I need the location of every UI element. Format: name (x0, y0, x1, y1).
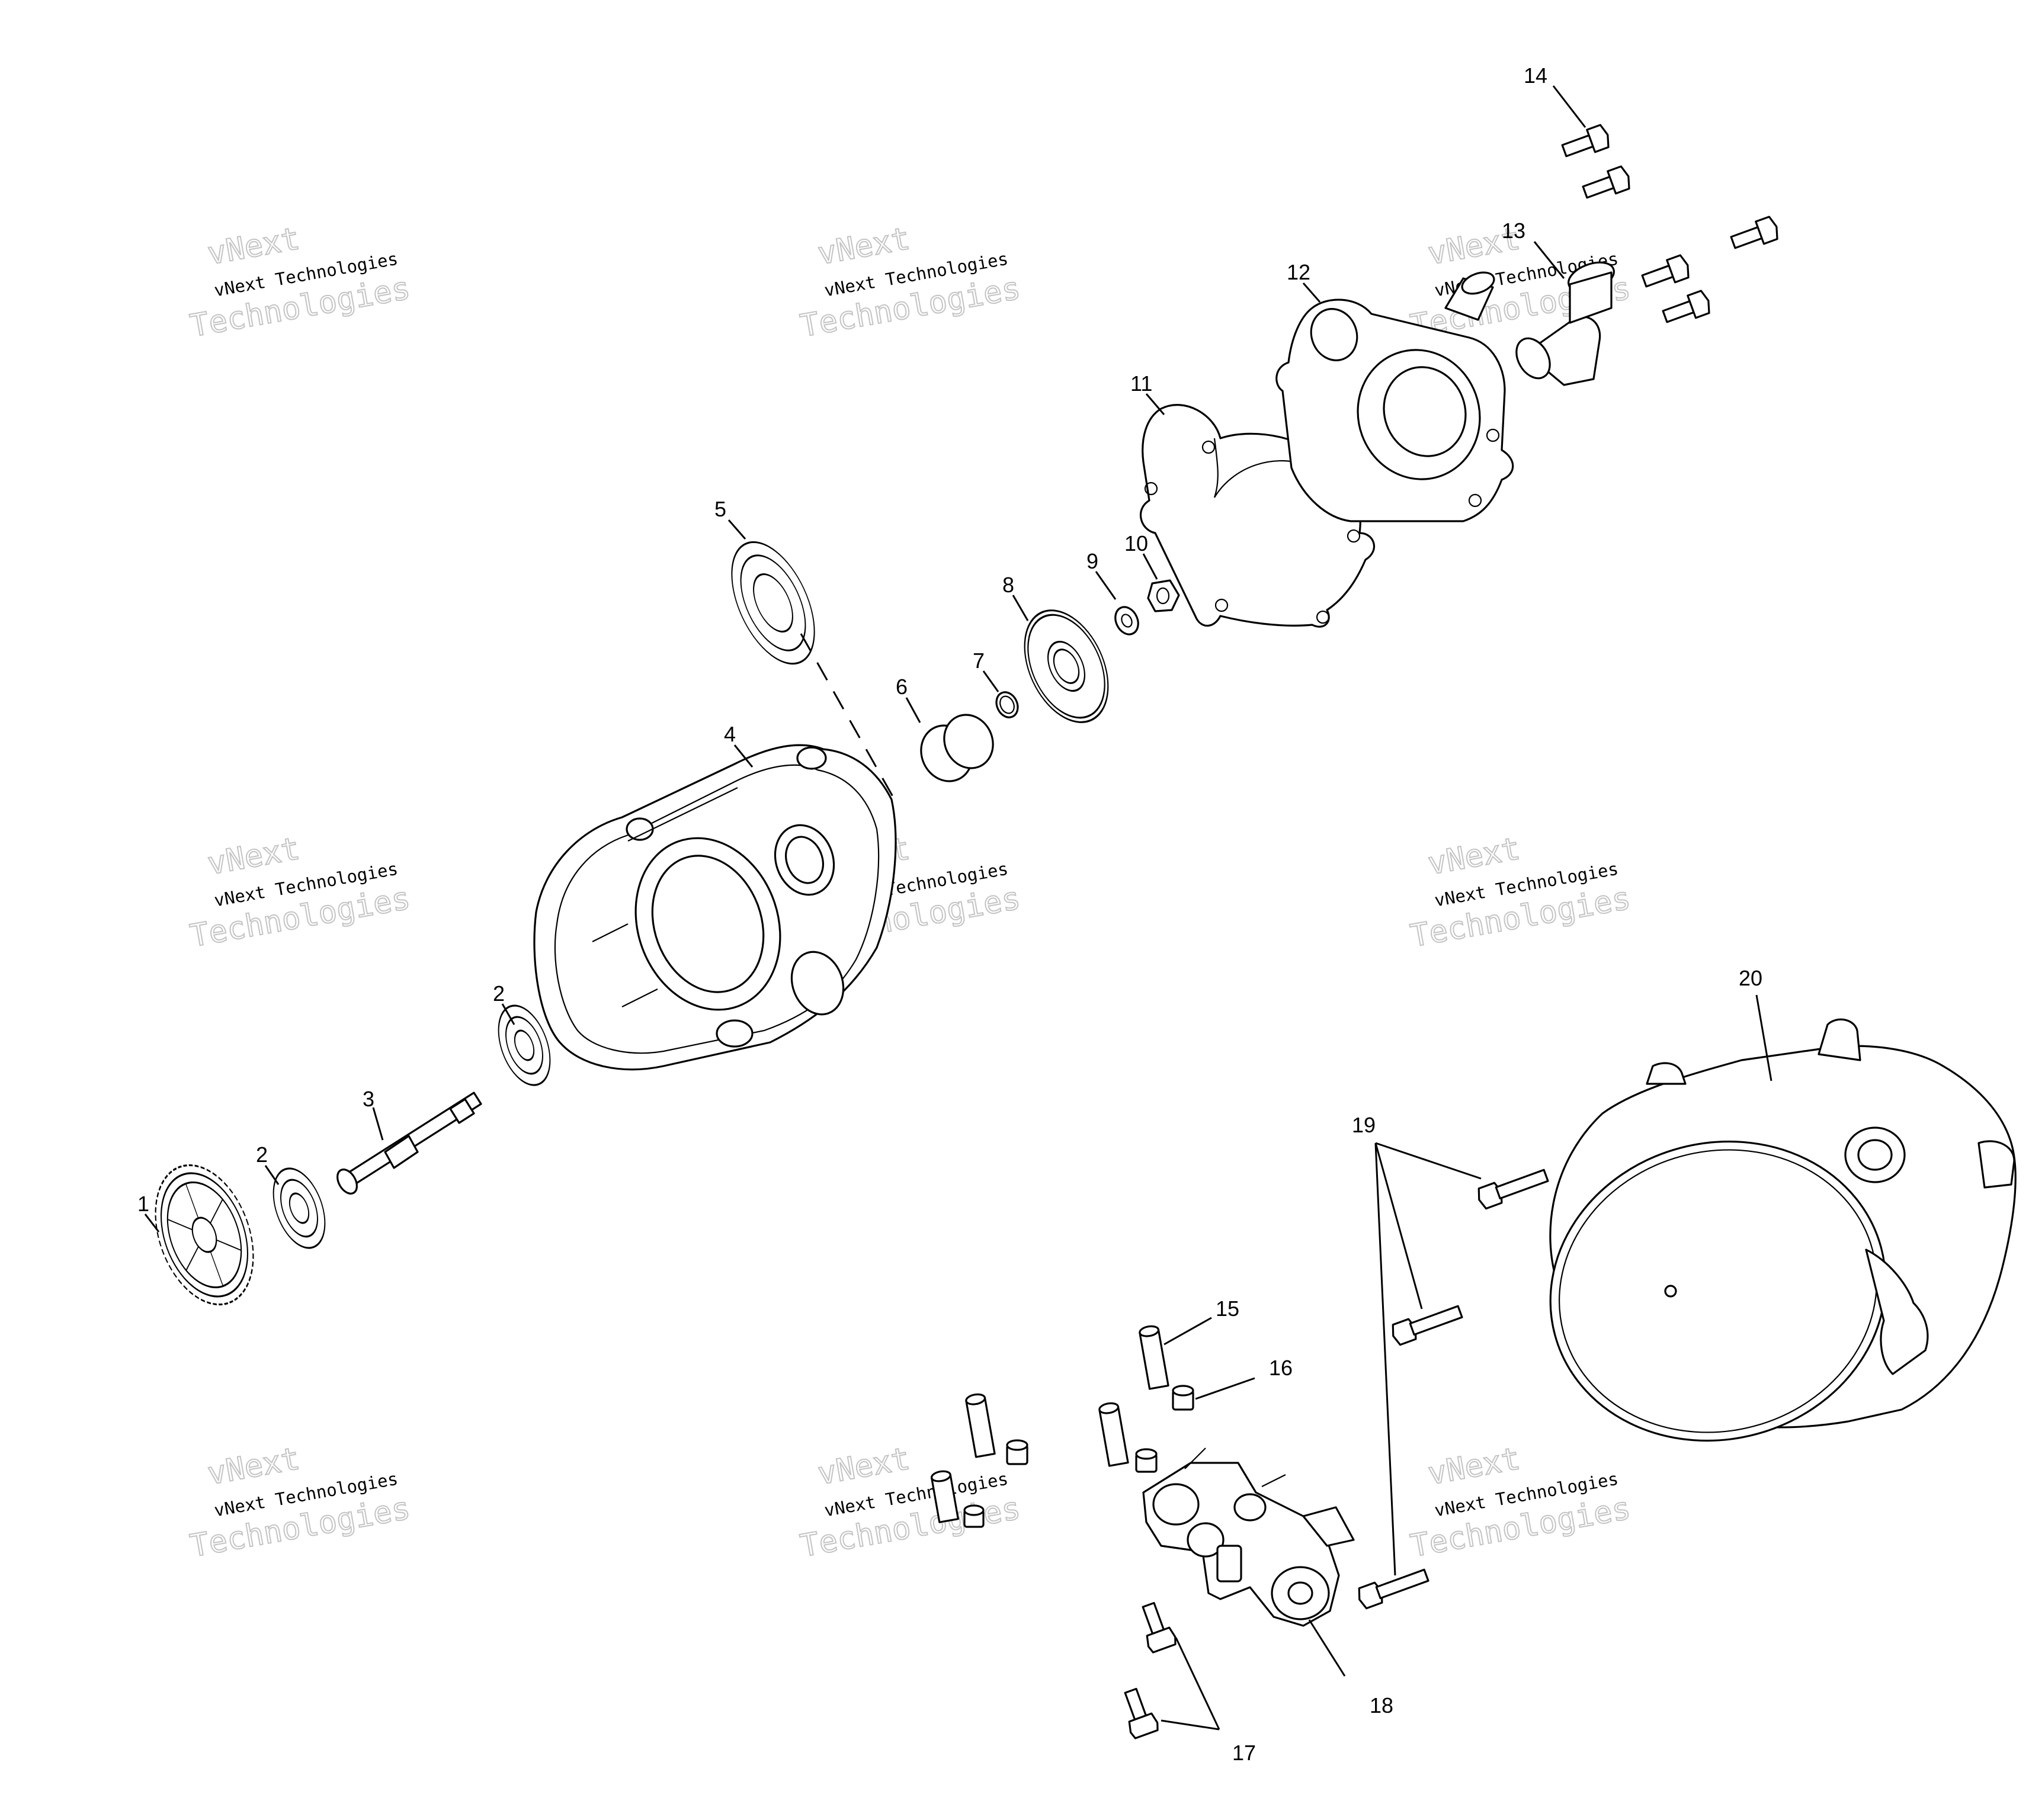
part-7-o-ring (995, 691, 1019, 718)
part-19-bolt (1392, 1305, 1463, 1346)
callout-5: 5 (714, 497, 726, 521)
watermark: vNext vNext Technologies Technologies (187, 220, 414, 345)
part-14-bolt (1561, 124, 1610, 158)
callout-1: 1 (137, 1192, 149, 1216)
watermark: vNext vNext Technologies Technologies (1408, 830, 1634, 955)
part-16-spacer (963, 1504, 985, 1528)
callout-14: 14 (1524, 63, 1547, 88)
part-15-sleeve (1139, 1325, 1169, 1390)
part-14-bolt (1730, 216, 1778, 249)
callout-7: 7 (973, 649, 985, 673)
watermark: vNext vNext Technologies Technologies (187, 1440, 414, 1565)
callout-19: 19 (1352, 1113, 1376, 1137)
part-17-bolt (1142, 1601, 1177, 1654)
callout-4: 4 (724, 722, 736, 746)
part-19-bolt (1477, 1169, 1549, 1210)
callout-11: 11 (1130, 371, 1152, 396)
part-20-outer-cover (1549, 1018, 2017, 1442)
callout-17: 17 (1232, 1741, 1256, 1765)
part-13-elbow-fitting (1515, 261, 1615, 386)
part-3-shaft (336, 1092, 482, 1195)
callout-labels: 1 2 2 3 4 5 6 7 8 9 10 11 12 13 14 15 16… (137, 63, 1762, 1765)
part-16-spacer (1135, 1448, 1158, 1473)
part-15-sleeve (930, 1470, 959, 1523)
part-15-sleeve (965, 1393, 996, 1458)
callout-20: 20 (1739, 966, 1762, 990)
part-18-pump-body (1142, 1447, 1355, 1627)
callout-12: 12 (1287, 260, 1310, 284)
part-1-gear (155, 1164, 254, 1306)
callout-16: 16 (1269, 1356, 1293, 1380)
part-9-washer (1114, 606, 1139, 635)
callout-18: 18 (1370, 1693, 1393, 1718)
callout-2: 2 (256, 1142, 268, 1167)
svg-text:vNext: vNext (205, 221, 303, 272)
watermark: vNext vNext Technologies Technologies (797, 220, 1024, 345)
part-6-spacer (920, 714, 994, 782)
watermark: vNext vNext Technologies Technologies (187, 830, 414, 955)
part-14-bolt (1582, 165, 1630, 199)
callout-13: 13 (1502, 219, 1525, 243)
part-12-cover (1275, 271, 1514, 522)
part-14-bolt (1641, 254, 1690, 288)
part-14-bolt (1662, 290, 1710, 323)
svg-text:vNext: vNext (815, 1441, 913, 1492)
part-4-housing (533, 744, 897, 1071)
svg-text:vNext: vNext (205, 1441, 303, 1492)
part-15-sleeve (1098, 1402, 1129, 1467)
svg-text:vNext: vNext (815, 221, 913, 272)
callout-10: 10 (1124, 531, 1148, 556)
part-16-spacer (1006, 1439, 1028, 1465)
callout-15: 15 (1216, 1296, 1239, 1321)
part-10-nut (1147, 579, 1180, 612)
part-19-bolt (1358, 1568, 1429, 1610)
svg-text:vNext: vNext (1425, 831, 1523, 882)
part-16-spacer (1172, 1385, 1194, 1411)
callout-8: 8 (1002, 573, 1014, 597)
watermark: vNext vNext Technologies Technologies (1408, 1440, 1634, 1565)
callout-2: 2 (493, 981, 505, 1006)
part-2-bearing-lower (273, 1167, 326, 1249)
leader-lines (144, 85, 1772, 1731)
part-5-seal (731, 541, 815, 665)
part-2-bearing-upper (498, 1004, 551, 1086)
callout-3: 3 (363, 1087, 374, 1111)
svg-text:vNext: vNext (205, 831, 303, 882)
part-8-impeller (1024, 609, 1109, 723)
callout-9: 9 (1086, 549, 1098, 573)
part-17-bolt (1124, 1687, 1159, 1739)
svg-text:vNext: vNext (1425, 1441, 1523, 1492)
callout-6: 6 (896, 675, 908, 699)
